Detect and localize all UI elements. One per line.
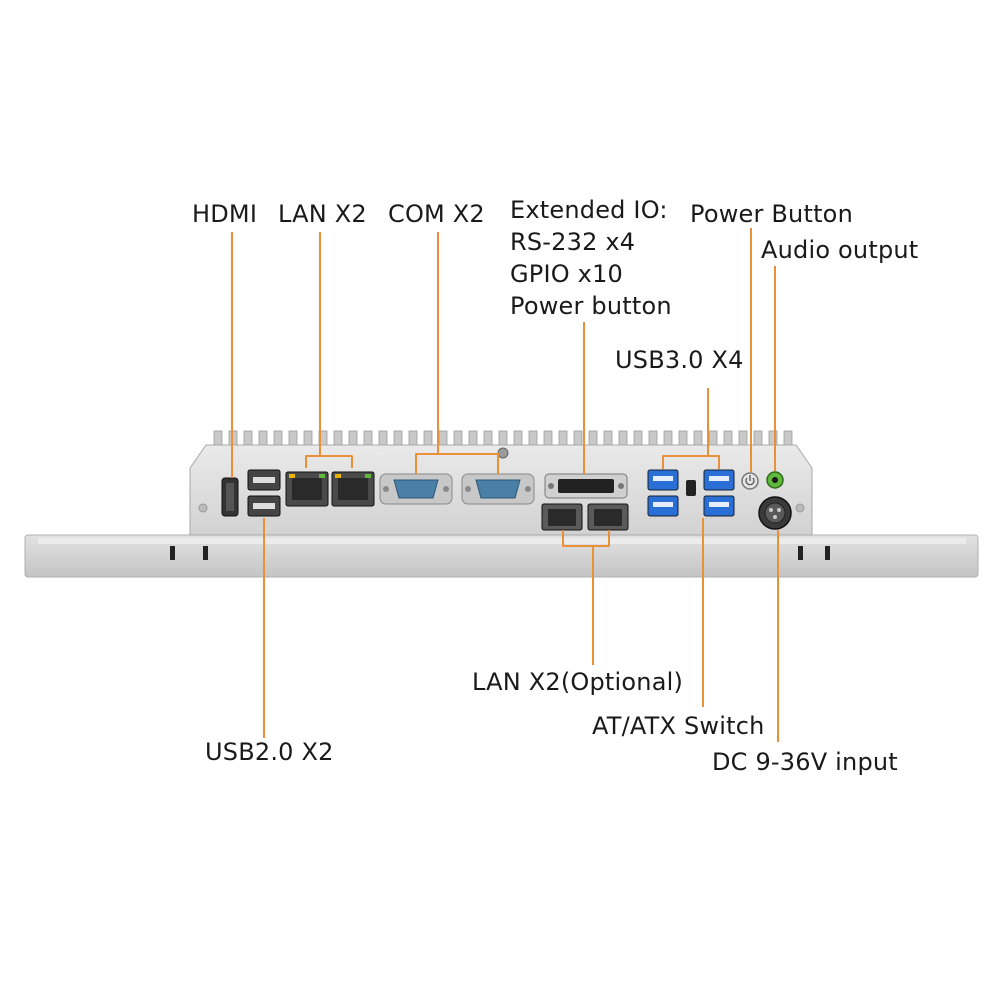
- extended-io-connector: [544, 473, 628, 499]
- label-audio-output: Audio output: [761, 236, 919, 264]
- com-ports: [379, 473, 535, 505]
- power-button-icon: [741, 472, 759, 490]
- label-extended-io-rs232: RS-232 x4: [510, 228, 636, 256]
- label-atatx-switch: AT/ATX Switch: [592, 712, 765, 740]
- label-dc-input: DC 9-36V input: [712, 748, 898, 776]
- usb30-ports: [647, 469, 735, 517]
- at-atx-switch: [686, 480, 696, 496]
- label-extended-io-power: Power button: [510, 292, 672, 320]
- label-extended-io: Extended IO: RS-232 x4 GPIO x10 Power bu…: [510, 194, 672, 322]
- label-lan-top: LAN X2: [278, 200, 367, 228]
- usb20-ports: [247, 469, 281, 517]
- dc-input-connector: [758, 496, 792, 530]
- callout-com: [415, 232, 499, 474]
- callout-usb30: [662, 388, 720, 469]
- label-power-button: Power Button: [690, 200, 853, 228]
- label-lan-optional: LAN X2(Optional): [472, 668, 684, 696]
- label-com: COM X2: [388, 200, 485, 228]
- audio-output-jack: [766, 471, 784, 489]
- callout-lan-top: [305, 232, 353, 468]
- label-usb30: USB3.0 X4: [615, 346, 744, 374]
- label-extended-io-gpio: GPIO x10: [510, 260, 624, 288]
- front-panel-bezel: [24, 534, 979, 578]
- label-extended-io-title: Extended IO:: [510, 196, 668, 224]
- callout-lan-optional: [562, 530, 610, 665]
- hdmi-port: [221, 477, 239, 517]
- lan-ports-top: [285, 471, 375, 507]
- lan-ports-optional: [541, 503, 629, 531]
- label-usb20: USB2.0 X2: [205, 738, 334, 766]
- label-hdmi: HDMI: [192, 200, 258, 228]
- callout-lines: [231, 228, 779, 742]
